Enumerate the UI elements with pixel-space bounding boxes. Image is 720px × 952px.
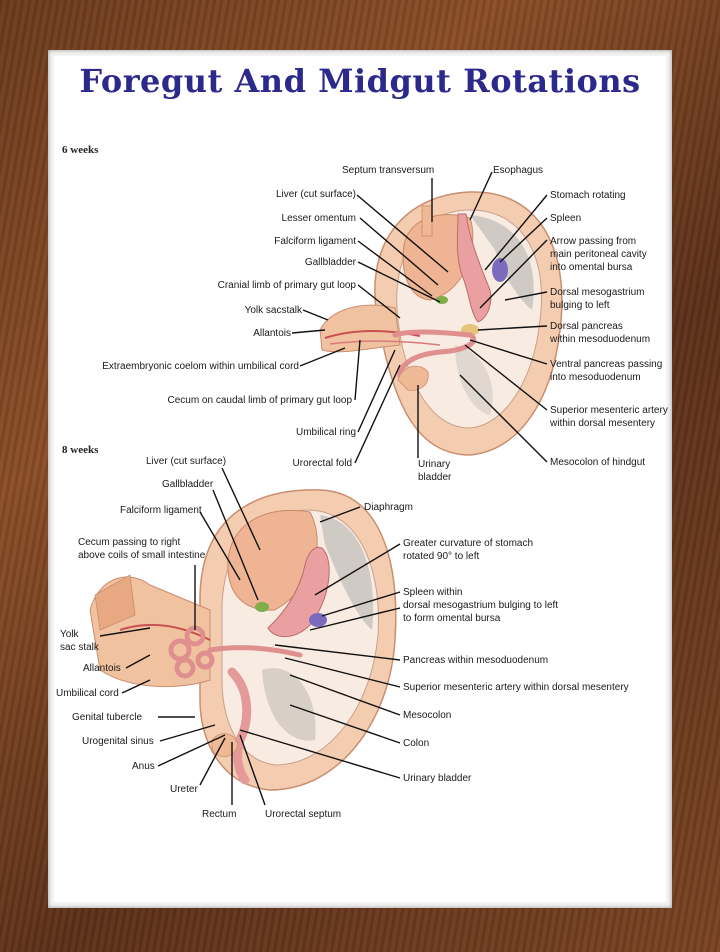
label-mesocolon-hindgut: Mesocolon of hindgut bbox=[550, 457, 646, 468]
six-week-embryo bbox=[319, 191, 563, 456]
label-septum-transversum: Septum transversum bbox=[342, 165, 435, 176]
label-colon: Colon bbox=[403, 738, 430, 749]
label-liver-6w: Liver (cut surface) bbox=[275, 189, 356, 200]
label-urinary-bladder-8w: Urinary bladder bbox=[403, 773, 472, 784]
label-diaphragm: Diaphragm bbox=[364, 502, 413, 513]
section-6-weeks: 6 weeks bbox=[62, 144, 99, 156]
label-rectum: Rectum bbox=[202, 809, 237, 820]
label-allantois-6w: Allantois bbox=[253, 328, 291, 339]
label-pancreas-8w: Pancreas within mesoduodenum bbox=[403, 655, 549, 666]
label-yolk-sac-stalk: Yolk sac stalk bbox=[60, 629, 99, 653]
label-falciform-6w: Falciform ligament bbox=[274, 236, 356, 247]
label-extraembryonic-coelom: Extraembryonic coelom within umbilical c… bbox=[102, 361, 299, 372]
label-mesocolon-8w: Mesocolon bbox=[403, 710, 452, 721]
leader-lines-6w bbox=[291, 171, 548, 464]
label-lesser-omentum: Lesser omentum bbox=[281, 213, 356, 224]
label-ventral-pancreas: Ventral pancreas passing into mesoduoden… bbox=[550, 359, 663, 383]
label-urorectal-septum: Urorectal septum bbox=[265, 809, 342, 820]
label-urorectal-fold: Urorectal fold bbox=[292, 458, 352, 469]
label-gallbladder-8w: Gallbladder bbox=[162, 479, 214, 490]
label-allantois-8w: Allantois bbox=[83, 663, 121, 674]
label-arrow-passing: Arrow passing from main peritoneal cavit… bbox=[550, 236, 647, 273]
label-urinary-bladder-6w: Urinary bladder bbox=[418, 459, 452, 483]
label-umbilical-cord: Umbilical cord bbox=[56, 688, 119, 699]
label-sma-6w: Superior mesenteric artery within dorsal… bbox=[550, 405, 668, 429]
label-falciform-8w: Falciform ligament bbox=[120, 505, 202, 516]
label-umbilical-ring: Umbilical ring bbox=[295, 427, 356, 438]
label-cecum-caudal: Cecum on caudal limb of primary gut loop bbox=[167, 395, 352, 406]
label-liver-8w: Liver (cut surface) bbox=[146, 456, 227, 467]
label-anus: Anus bbox=[132, 761, 155, 772]
label-genital-tubercle: Genital tubercle bbox=[72, 712, 143, 723]
label-cranial-limb: Cranial limb of primary gut loop bbox=[217, 280, 356, 291]
section-8-weeks: 8 weeks bbox=[62, 444, 99, 456]
label-gallbladder-6w: Gallbladder bbox=[304, 257, 356, 268]
label-stomach-rotating: Stomach rotating bbox=[550, 190, 626, 201]
label-urogenital-sinus: Urogenital sinus bbox=[82, 736, 154, 747]
label-yolk-sacstalk: Yolk sacstalk bbox=[244, 305, 302, 316]
label-dorsal-pancreas: Dorsal pancreas within mesoduodenum bbox=[550, 321, 651, 345]
label-spleen-6w: Spleen bbox=[550, 213, 582, 224]
label-cecum-right: Cecum passing to right above coils of sm… bbox=[78, 537, 206, 561]
poster-title: Foregut And Midgut Rotations bbox=[79, 62, 641, 100]
leader-lines-8w bbox=[99, 467, 401, 806]
label-spleen-within: Spleen within dorsal mesogastrium bulgin… bbox=[403, 587, 559, 624]
label-ureter: Ureter bbox=[170, 784, 198, 795]
label-dorsal-mesogastrium: Dorsal mesogastrium bulging to left bbox=[550, 287, 645, 311]
eight-week-embryo bbox=[89, 489, 397, 791]
label-greater-curvature: Greater curvature of stomach rotated 90°… bbox=[403, 538, 534, 562]
label-esophagus: Esophagus bbox=[493, 165, 544, 176]
label-sma-8w: Superior mesenteric artery within dorsal… bbox=[403, 682, 629, 693]
